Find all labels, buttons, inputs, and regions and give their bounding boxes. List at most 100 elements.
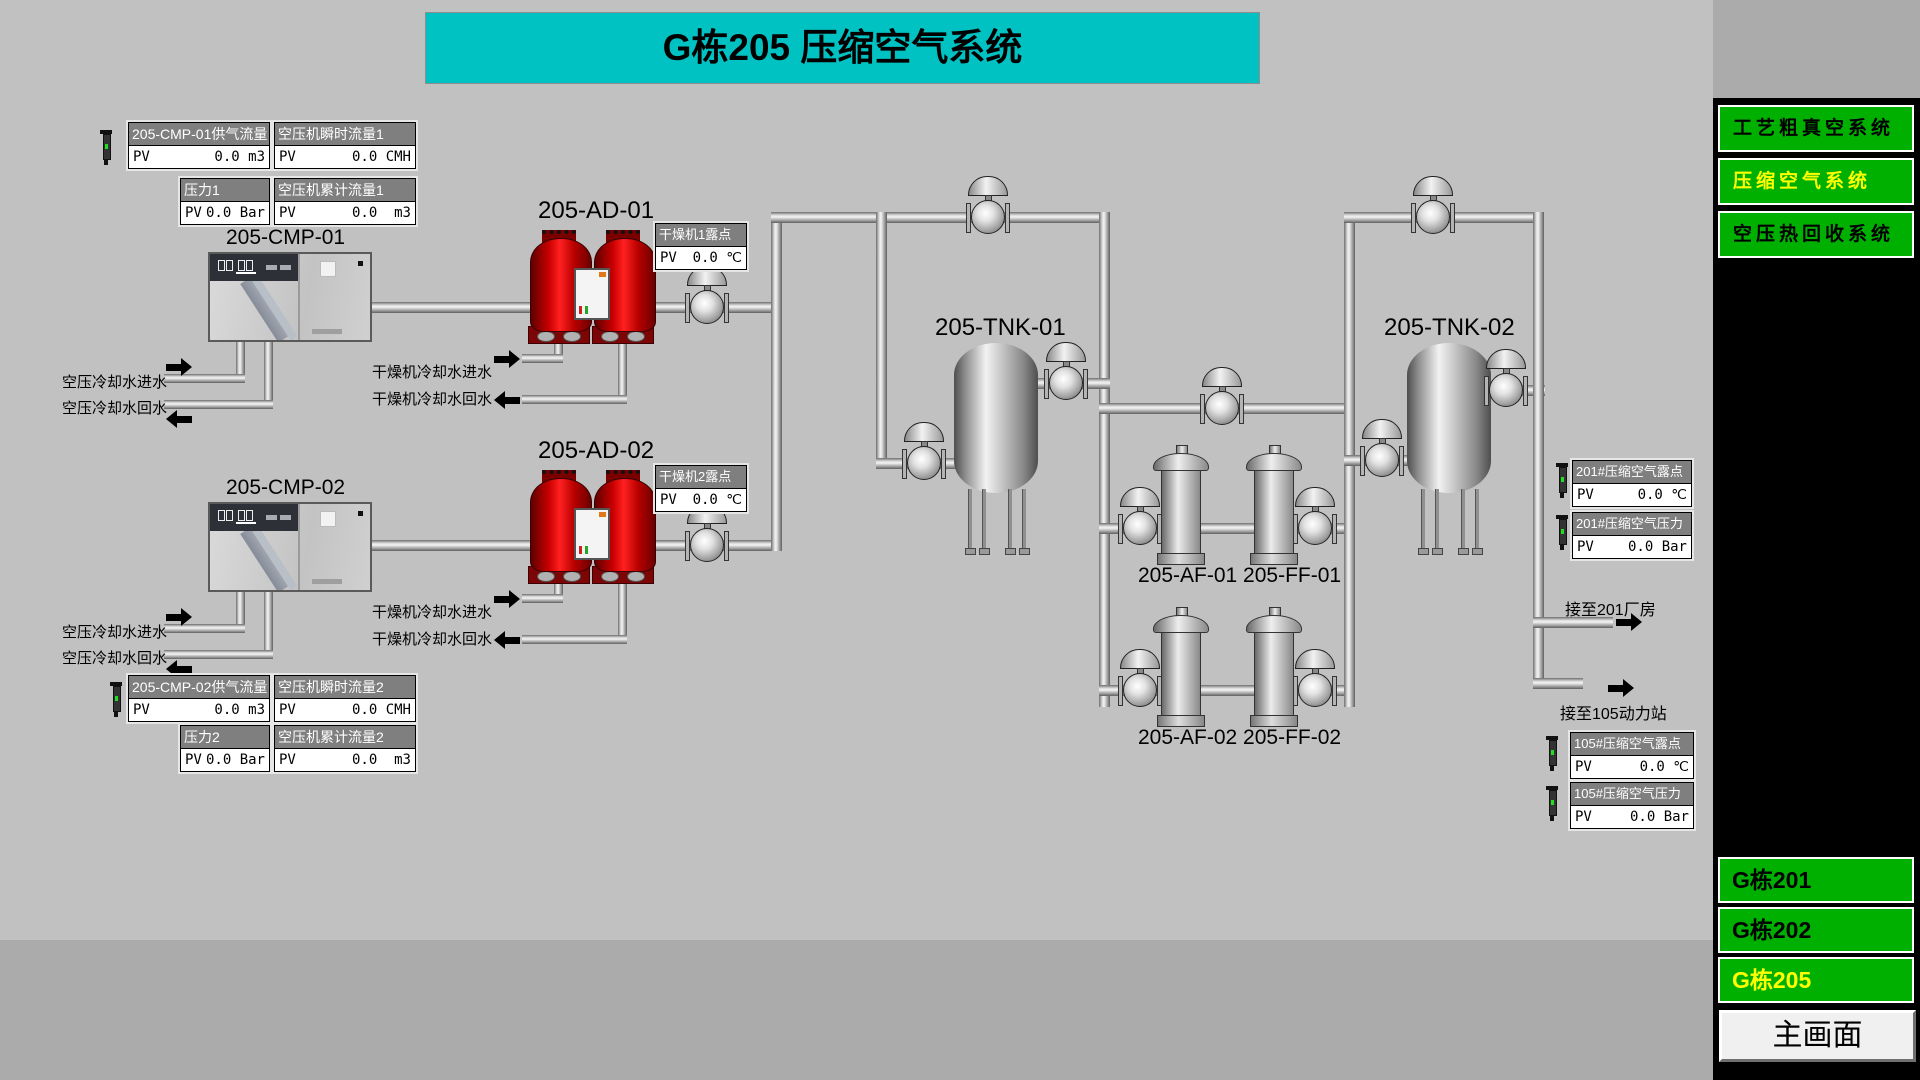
pipe-branch-201	[1533, 617, 1613, 628]
label-tank2: 205-TNK-02	[1384, 314, 1515, 341]
valve-filter-row1-right[interactable]	[1293, 487, 1337, 545]
valve-dryer2-outlet[interactable]	[685, 504, 729, 562]
label-compressor1: 205-CMP-01	[226, 226, 346, 249]
dryer-205-AD-02	[518, 466, 668, 586]
label-cw: 干燥机冷却水进水	[372, 364, 493, 381]
flow-arrow-left	[494, 631, 520, 649]
filter-205-FF-01	[1246, 445, 1302, 565]
label-dryer2: 205-AD-02	[538, 437, 655, 464]
flow-arrow-right	[1616, 613, 1642, 631]
label-cw: 空压冷却水进水	[62, 624, 168, 641]
label-filters-row1: 205-AF-01 205-FF-01	[1138, 564, 1342, 587]
main-screen-button[interactable]: 主画面	[1719, 1010, 1916, 1062]
flow-arrow-right	[166, 608, 192, 626]
flow-arrow-right	[166, 358, 192, 376]
label-tank1: 205-TNK-01	[935, 314, 1066, 341]
dryer-205-AD-01	[518, 226, 668, 346]
pipe-cw	[236, 588, 245, 633]
pipe-cw	[264, 338, 273, 409]
pipe-cw	[164, 400, 273, 409]
pipe-cw	[164, 374, 245, 383]
sidebar-item-compressed-air-system[interactable]: 压缩空气系统	[1718, 158, 1914, 205]
sensor-icon	[1554, 461, 1570, 499]
pipe-top-header-1	[771, 212, 1110, 223]
valve-filter-row2-right[interactable]	[1293, 649, 1337, 707]
sensor-icon	[98, 128, 114, 166]
pipe-filter-row1	[1099, 523, 1355, 534]
sidebar-item-heat-recovery-system[interactable]: 空压热回收系统	[1718, 211, 1914, 258]
pipe-branch-105	[1533, 678, 1583, 689]
label-to-105: 接至105动力站	[1560, 706, 1667, 723]
sensor-icon	[1544, 784, 1560, 822]
valve-tank2-outlet[interactable]	[1484, 349, 1528, 407]
valve-tank1-inlet[interactable]	[902, 422, 946, 480]
label-to-201: 接至201厂房	[1565, 602, 1656, 619]
pipe-cw	[554, 581, 563, 603]
bottom-strip	[0, 940, 1713, 1080]
sidebar-top-corner	[1713, 0, 1920, 98]
flow-arrow-left	[166, 410, 192, 428]
valve-top-header-1[interactable]	[966, 176, 1010, 234]
label-cw: 空压冷却水回水	[62, 650, 168, 667]
pipe-riser-e	[1533, 212, 1544, 689]
sidebar-item-building-205[interactable]: G栋205	[1718, 957, 1914, 1003]
label-cw: 干燥机冷却水进水	[372, 604, 493, 621]
label-filters-row2: 205-AF-02 205-FF-02	[1138, 726, 1342, 749]
valve-filter-row2-left[interactable]	[1118, 649, 1162, 707]
label-dryer1: 205-AD-01	[538, 197, 655, 224]
pipe-cw	[522, 395, 627, 404]
valve-top-header-2[interactable]	[1411, 176, 1455, 234]
pipe-comp1-to-dryer1	[360, 302, 532, 313]
page-title: G栋205 压缩空气系统	[425, 12, 1260, 84]
valve-filter-row1-left[interactable]	[1118, 487, 1162, 545]
pipe-cw	[522, 354, 563, 363]
flow-arrow-left	[494, 391, 520, 409]
valve-tank1-outlet[interactable]	[1044, 342, 1088, 400]
pipe-cw	[618, 341, 627, 404]
tank-205-TNK-02	[1407, 343, 1491, 555]
pipe-riser-a	[771, 212, 782, 551]
pipe-comp2-to-dryer2	[360, 540, 532, 551]
tank-205-TNK-01	[954, 343, 1038, 555]
valve-tank2-inlet[interactable]	[1360, 419, 1404, 477]
valve-filter-bypass[interactable]	[1200, 367, 1244, 425]
filter-205-AF-01	[1153, 445, 1209, 565]
sensor-icon	[108, 680, 124, 718]
compressor-205-CMP-02	[208, 502, 372, 592]
label-cw: 干燥机冷却水回水	[372, 391, 493, 408]
filter-205-FF-02	[1246, 607, 1302, 727]
flow-arrow-right	[494, 590, 520, 608]
flow-arrow-right	[494, 350, 520, 368]
pipe-cw	[554, 341, 563, 363]
pipe-filter-row2	[1099, 685, 1355, 696]
pipe-cw	[522, 635, 627, 644]
label-cw: 空压冷却水回水	[62, 400, 168, 417]
label-cw: 空压冷却水进水	[62, 374, 168, 391]
pipe-cw	[618, 581, 627, 644]
sidebar-item-building-202[interactable]: G栋202	[1718, 907, 1914, 953]
pipe-cw	[264, 588, 273, 659]
valve-dryer1-outlet[interactable]	[685, 266, 729, 324]
pipe-riser-c	[1099, 212, 1110, 707]
pipe-cw	[236, 338, 245, 383]
sidebar-item-vacuum-system[interactable]: 工艺粗真空系统	[1718, 105, 1914, 152]
label-cw: 干燥机冷却水回水	[372, 631, 493, 648]
sidebar-item-building-201[interactable]: G栋201	[1718, 857, 1914, 903]
pipe-cw	[164, 624, 245, 633]
pipe-riser-b	[876, 212, 887, 469]
